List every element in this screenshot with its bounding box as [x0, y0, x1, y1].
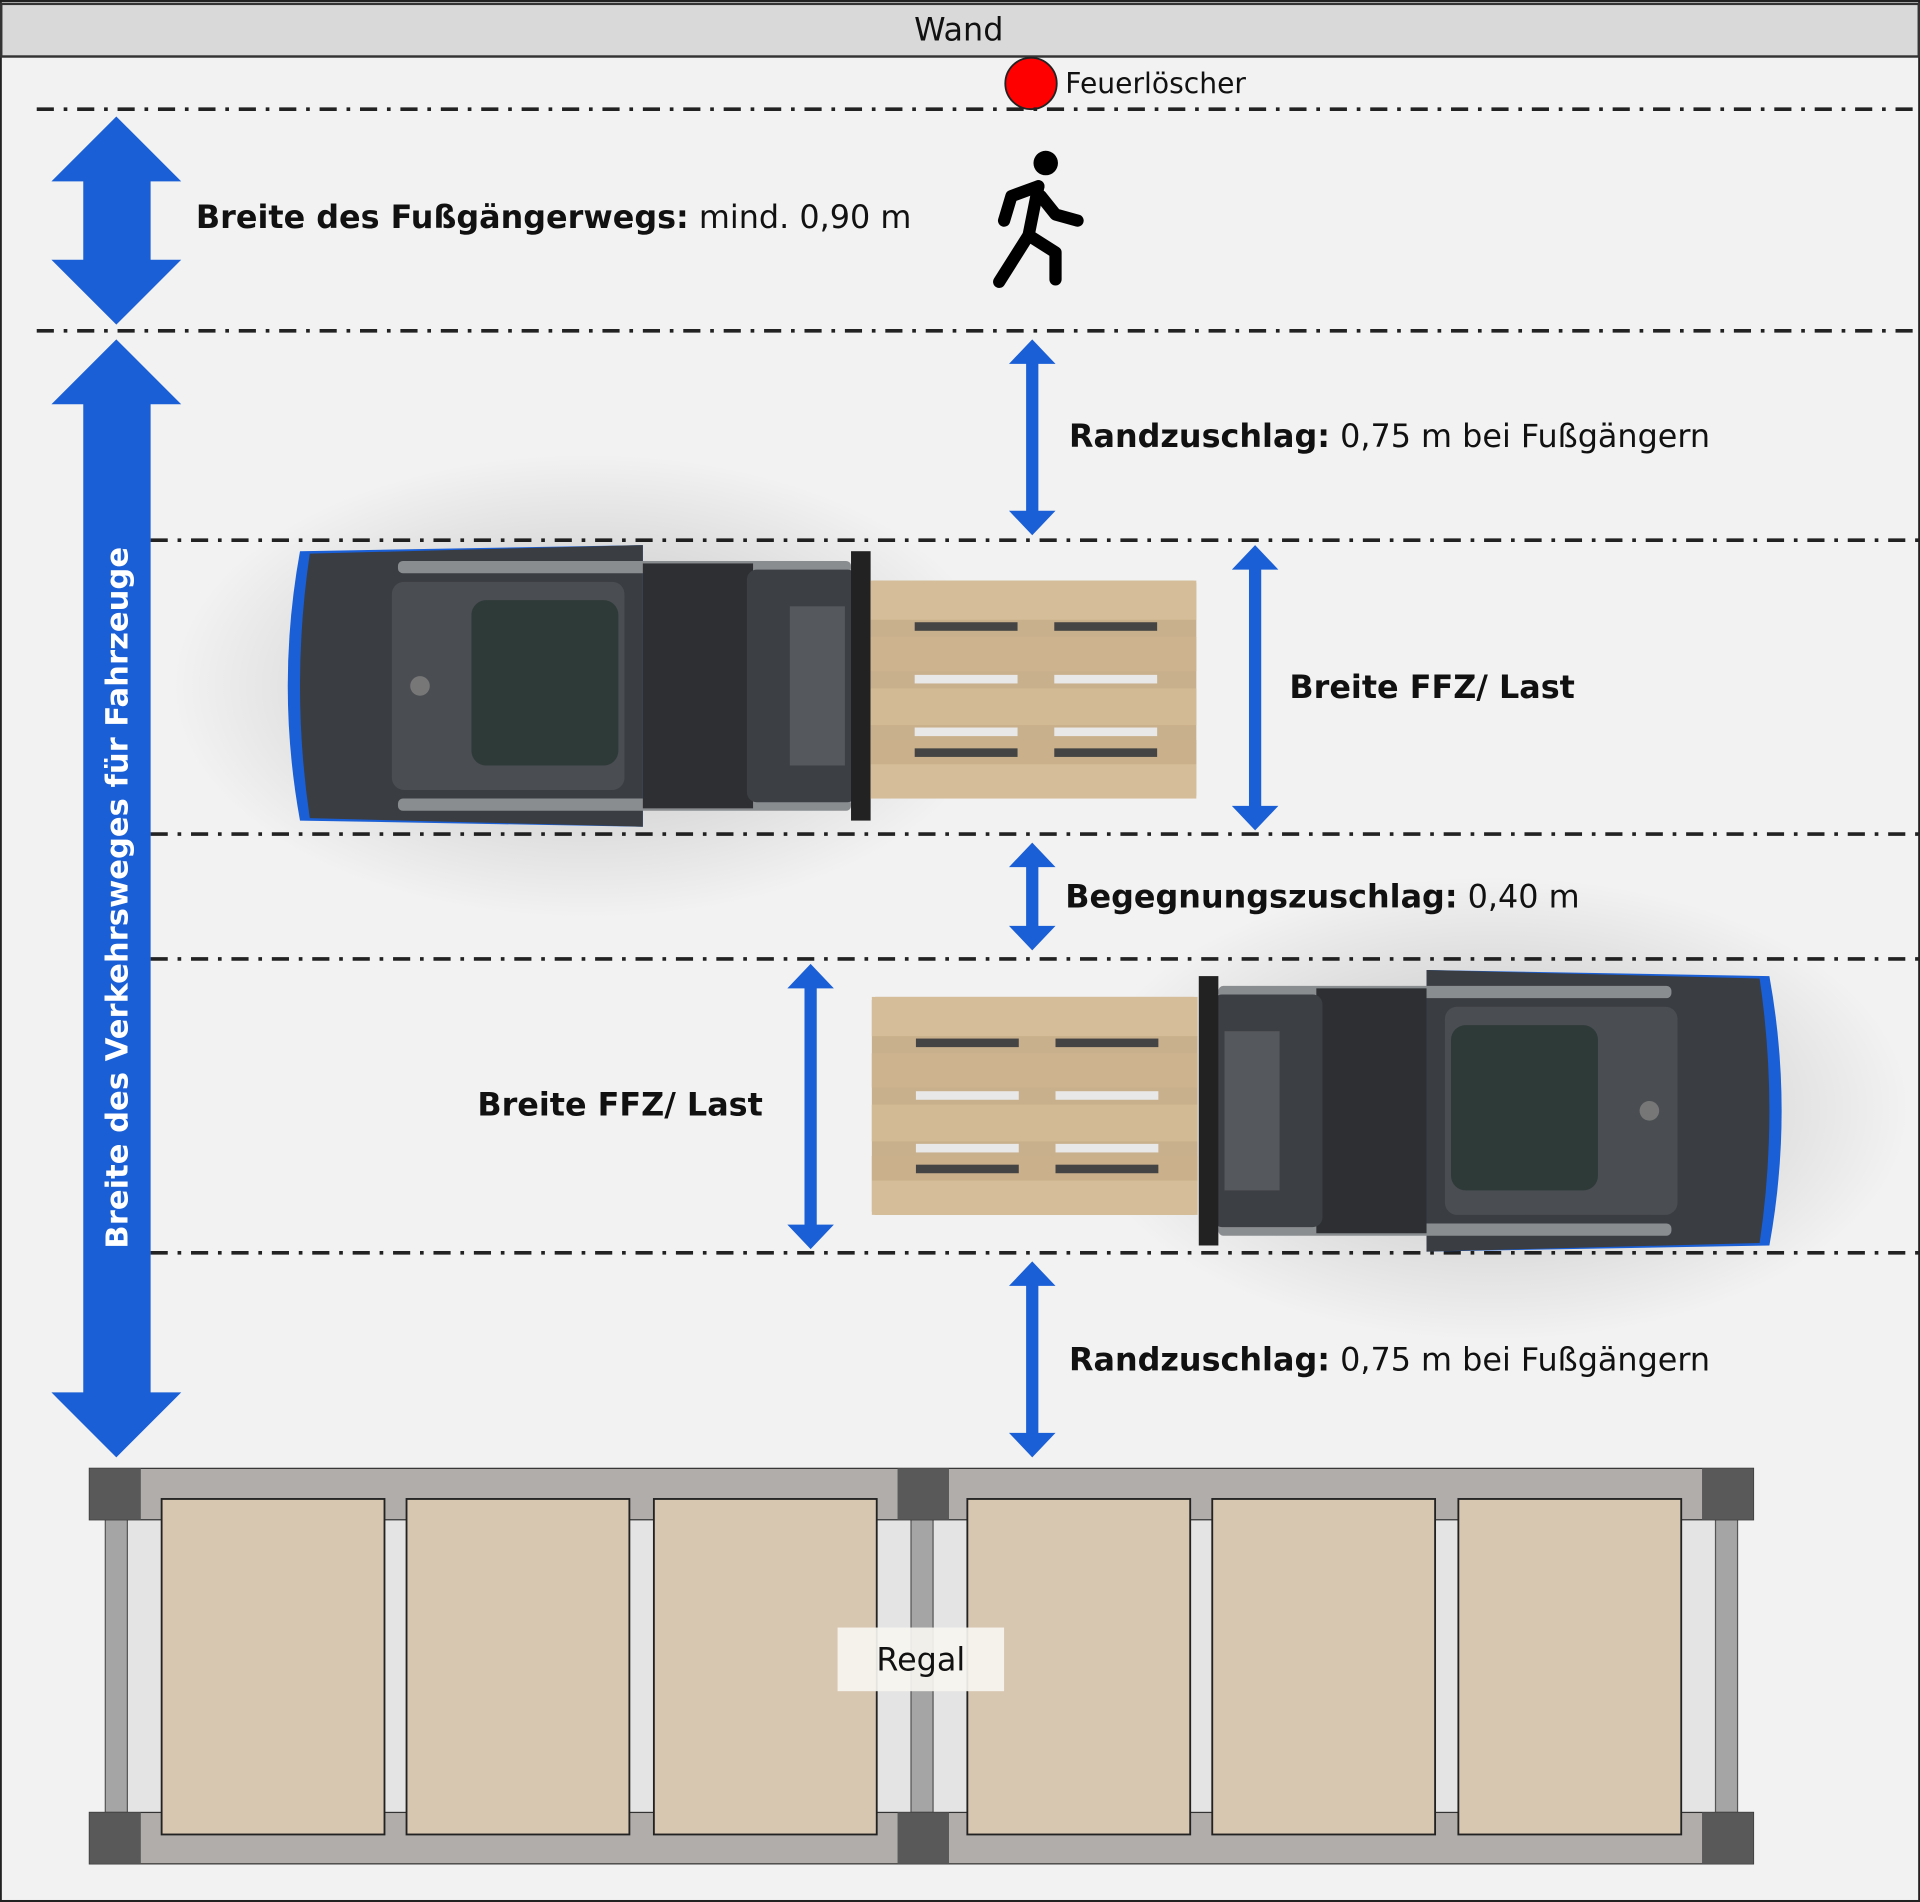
vehicle-width-label-2: Breite FFZ/ Last	[477, 1086, 763, 1124]
forklift-with-pallet-1	[287, 545, 1197, 827]
margin-bottom-value: 0,75 m bei Fußgängern	[1330, 1340, 1710, 1378]
encounter-value: 0,40 m	[1458, 878, 1580, 916]
fire-extinguisher-icon	[1004, 56, 1058, 111]
vehicle-width-label-1: Breite FFZ/ Last	[1289, 668, 1575, 706]
shelf-box	[160, 1498, 386, 1836]
route-width-arrow-icon	[51, 339, 182, 1458]
margin-bottom-arrow-icon	[1008, 1261, 1056, 1458]
margin-top-bold: Randzuschlag:	[1069, 417, 1330, 455]
encounter-bold: Begegnungszuschlag:	[1065, 878, 1457, 916]
pedestrian-width-arrow-icon	[51, 116, 182, 325]
vehicle-width-arrow-icon	[787, 963, 834, 1250]
margin-top-label: Randzuschlag: 0,75 m bei Fußgängern	[1069, 417, 1710, 455]
margin-bottom-bold: Randzuschlag:	[1069, 1340, 1330, 1378]
pedestrian-width-bold: Breite des Fußgängerwegs:	[196, 198, 689, 236]
margin-bottom-label: Randzuschlag: 0,75 m bei Fußgängern	[1069, 1340, 1710, 1378]
pedestrian-width-value: mind. 0,90 m	[689, 198, 912, 236]
route-width-label: Breite des Verkehrsweges für Fahrzeuge	[100, 547, 135, 1249]
wall: Wand	[0, 2, 1920, 58]
pedestrian-icon	[993, 150, 1084, 288]
shelf-label: Regal	[876, 1640, 965, 1678]
encounter-label: Begegnungszuschlag: 0,40 m	[1065, 878, 1579, 916]
shelf-box	[1211, 1498, 1437, 1836]
pedestrian-width-label: Breite des Fußgängerwegs: mind. 0,90 m	[196, 198, 911, 236]
shelf-box	[405, 1498, 631, 1836]
encounter-arrow-icon	[1008, 842, 1056, 951]
margin-top-arrow-icon	[1008, 339, 1056, 536]
fire-extinguisher-label: Feuerlöscher	[1065, 67, 1246, 100]
vehicle-width-arrow-icon	[1231, 545, 1279, 831]
margin-top-value: 0,75 m bei Fußgängern	[1330, 417, 1710, 455]
forklift-with-pallet-2	[871, 969, 1782, 1252]
shelf: Regal	[88, 1467, 1755, 1865]
shelf-box	[1457, 1498, 1683, 1836]
wall-label: Wand	[914, 11, 1003, 49]
